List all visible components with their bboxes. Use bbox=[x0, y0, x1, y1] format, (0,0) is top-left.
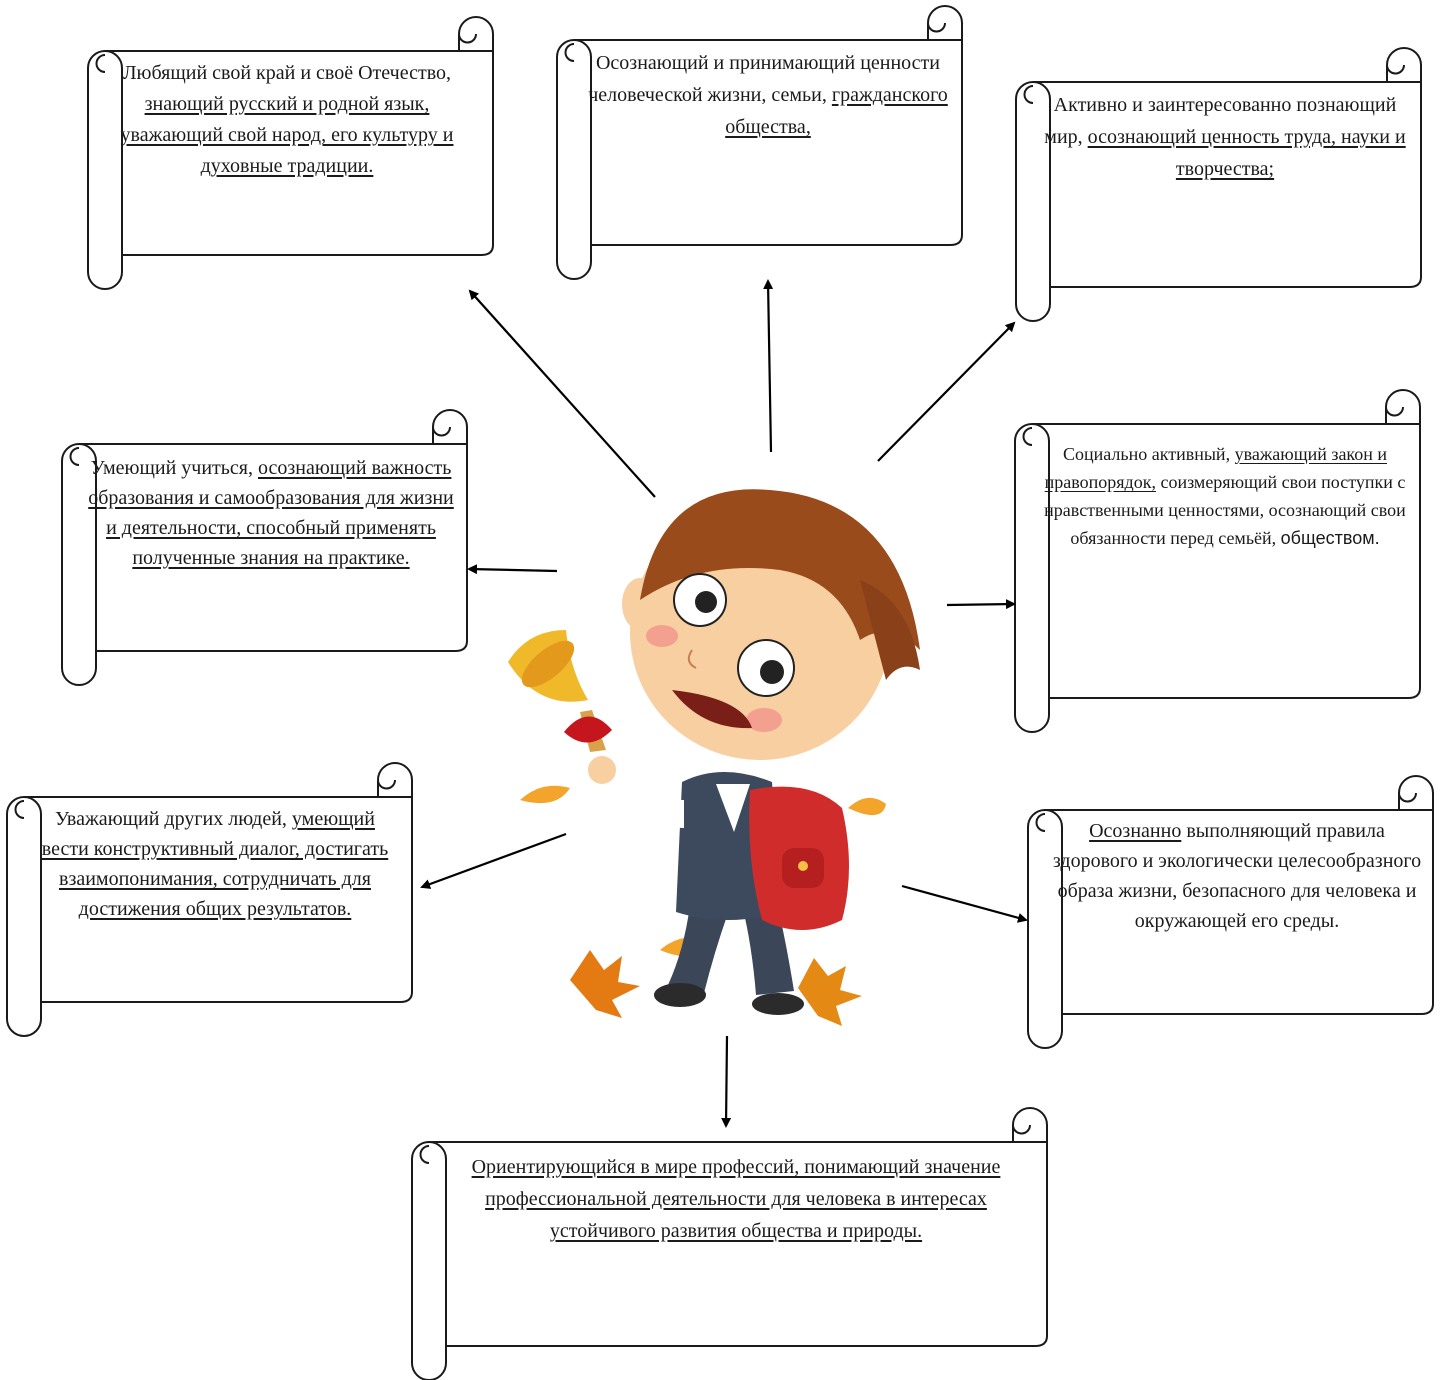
arrow-to-patriot bbox=[468, 289, 656, 498]
scroll-text-part: осознающий ценность труда, науки и творч… bbox=[1087, 126, 1406, 180]
scroll-text-part: Активно и заинтересованно познающий мир, bbox=[1044, 94, 1397, 148]
arrow-to-values bbox=[763, 279, 774, 453]
scroll-text-part: Социально активный, bbox=[1062, 444, 1235, 464]
arrow-to-social bbox=[946, 599, 1016, 610]
arrow-to-career bbox=[721, 1035, 732, 1128]
arrow-to-curious bbox=[877, 321, 1016, 462]
scroll-text-values: Осознающий и принимающий ценности челове… bbox=[583, 47, 953, 143]
scroll-text-part: гражданского общества, bbox=[725, 84, 948, 138]
arrow-to-learner bbox=[467, 564, 558, 575]
scroll-frame-values bbox=[556, 5, 963, 280]
scroll-text-part: выполняющий правила здорового и экологич… bbox=[1052, 820, 1422, 932]
scroll-frame-health bbox=[1027, 775, 1434, 1049]
scroll-text-patriot: Любящий свой край и своё Отечество, знаю… bbox=[112, 58, 462, 182]
scroll-text-part: обществом. bbox=[1280, 528, 1380, 548]
arrow-to-respect bbox=[420, 832, 567, 889]
scroll-text-part: знающий русский и родной язык, уважающий… bbox=[120, 93, 454, 177]
scroll-frame-career bbox=[411, 1107, 1048, 1380]
scroll-text-learner: Умеющий учиться, осознающий важность обр… bbox=[86, 453, 456, 573]
scroll-text-part: осознающий важность образования и самооб… bbox=[88, 457, 454, 569]
scroll-text-part: Уважающий других людей, bbox=[55, 808, 292, 830]
scroll-text-part: Ориентирующийся в мире профессий, понима… bbox=[471, 1156, 1001, 1242]
scroll-frame-social bbox=[1014, 389, 1421, 733]
scroll-text-part: Осознающий и принимающий ценности челове… bbox=[588, 52, 940, 106]
scroll-frame-patriot bbox=[87, 16, 494, 290]
scroll-text-curious: Активно и заинтересованно познающий мир,… bbox=[1040, 89, 1410, 185]
scroll-text-part: Любящий свой край и своё Отечество, bbox=[122, 62, 452, 84]
schoolboy-with-bell-and-backpack-icon bbox=[508, 489, 920, 1026]
arrow-to-health bbox=[901, 884, 1028, 923]
scroll-text-part: Осознанно bbox=[1089, 820, 1182, 842]
scroll-text-part: Умеющий учиться, bbox=[90, 457, 258, 479]
scroll-text-health: Осознанно выполняющий правила здорового … bbox=[1052, 816, 1422, 936]
scroll-text-career: Ориентирующийся в мире профессий, понима… bbox=[436, 1151, 1036, 1247]
scroll-text-part: умеющий вести конструктивный диалог, дос… bbox=[41, 808, 389, 920]
scroll-text-part: соизмеряющий свои поступки с нравственны… bbox=[1044, 472, 1406, 548]
scroll-text-social: Социально активный, уважающий закон и пр… bbox=[1040, 440, 1410, 552]
scroll-text-respect: Уважающий других людей, умеющий вести ко… bbox=[30, 804, 400, 924]
scroll-text-part: уважающий закон и правопорядок, bbox=[1044, 444, 1388, 492]
scroll-frame-curious bbox=[1015, 47, 1422, 322]
scroll-frames bbox=[6, 5, 1434, 1380]
scroll-frame-learner bbox=[61, 409, 468, 686]
arrows bbox=[420, 279, 1028, 1128]
scroll-frame-respect bbox=[6, 762, 413, 1037]
